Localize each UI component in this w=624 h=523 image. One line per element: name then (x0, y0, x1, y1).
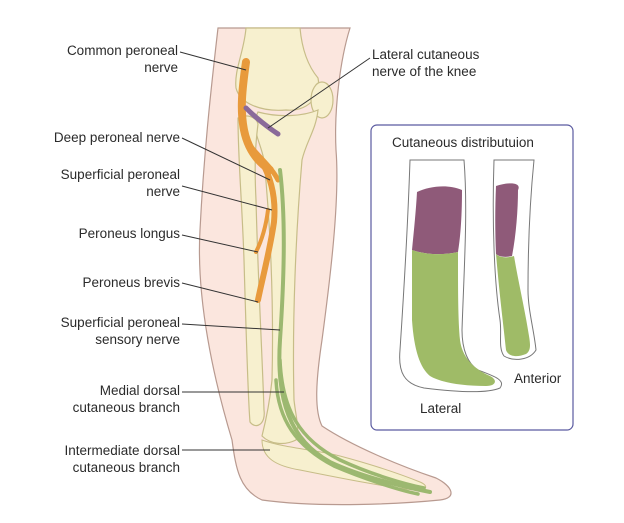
leader-peroneus-brevis (181, 282, 259, 303)
inset-title: Cutaneous distributuion (392, 135, 534, 150)
deep-peroneal-nerve (249, 145, 281, 183)
superficial-sensory-nerve (277, 168, 432, 494)
leader-deep-peroneal (181, 137, 271, 181)
inset-label-anterior: Anterior (514, 371, 562, 386)
label-lateral-cutaneous-knee: Lateral cutaneous nerve of the knee (372, 47, 480, 79)
inset-lateral-purple-zone (412, 186, 462, 255)
inset-anterior-green-zone (496, 254, 530, 357)
intermediate-dorsal-branch (274, 378, 420, 496)
label-deep-peroneal: Deep peroneal nerve (53, 130, 180, 145)
label-peroneus-longus: Peroneus longus (78, 226, 180, 241)
label-intermediate-dorsal: Intermediate dorsal cutaneous branch (64, 443, 180, 475)
label-medial-dorsal: Medial dorsal cutaneous branch (72, 383, 180, 415)
peroneus-longus-branch (254, 208, 270, 254)
inset-anterior-purple-zone (495, 183, 519, 257)
leader-lines (179, 51, 371, 451)
inset-label-lateral: Lateral (420, 401, 462, 416)
label-peroneus-brevis: Peroneus brevis (82, 275, 180, 290)
label-superficial-sensory: Superficial peroneal sensory nerve (60, 315, 180, 347)
leader-lateral-cutaneous-knee (267, 57, 371, 129)
leader-superficial-peroneal (181, 185, 273, 211)
label-common-peroneal: Common peroneal nerve (66, 43, 178, 75)
label-superficial-peroneal: Superficial peroneal nerve (60, 167, 180, 199)
patella-bone (310, 81, 334, 119)
leader-superficial-sensory (181, 323, 281, 331)
medial-dorsal-branch (278, 358, 426, 490)
leader-peroneus-longus (181, 234, 259, 253)
fibula-bone (237, 115, 265, 427)
femur-bone (235, 27, 320, 111)
inset-lateral-green-zone (412, 250, 495, 386)
lateral-cutaneous-knee-nerve (243, 105, 281, 137)
leader-common-peroneal (179, 51, 247, 71)
